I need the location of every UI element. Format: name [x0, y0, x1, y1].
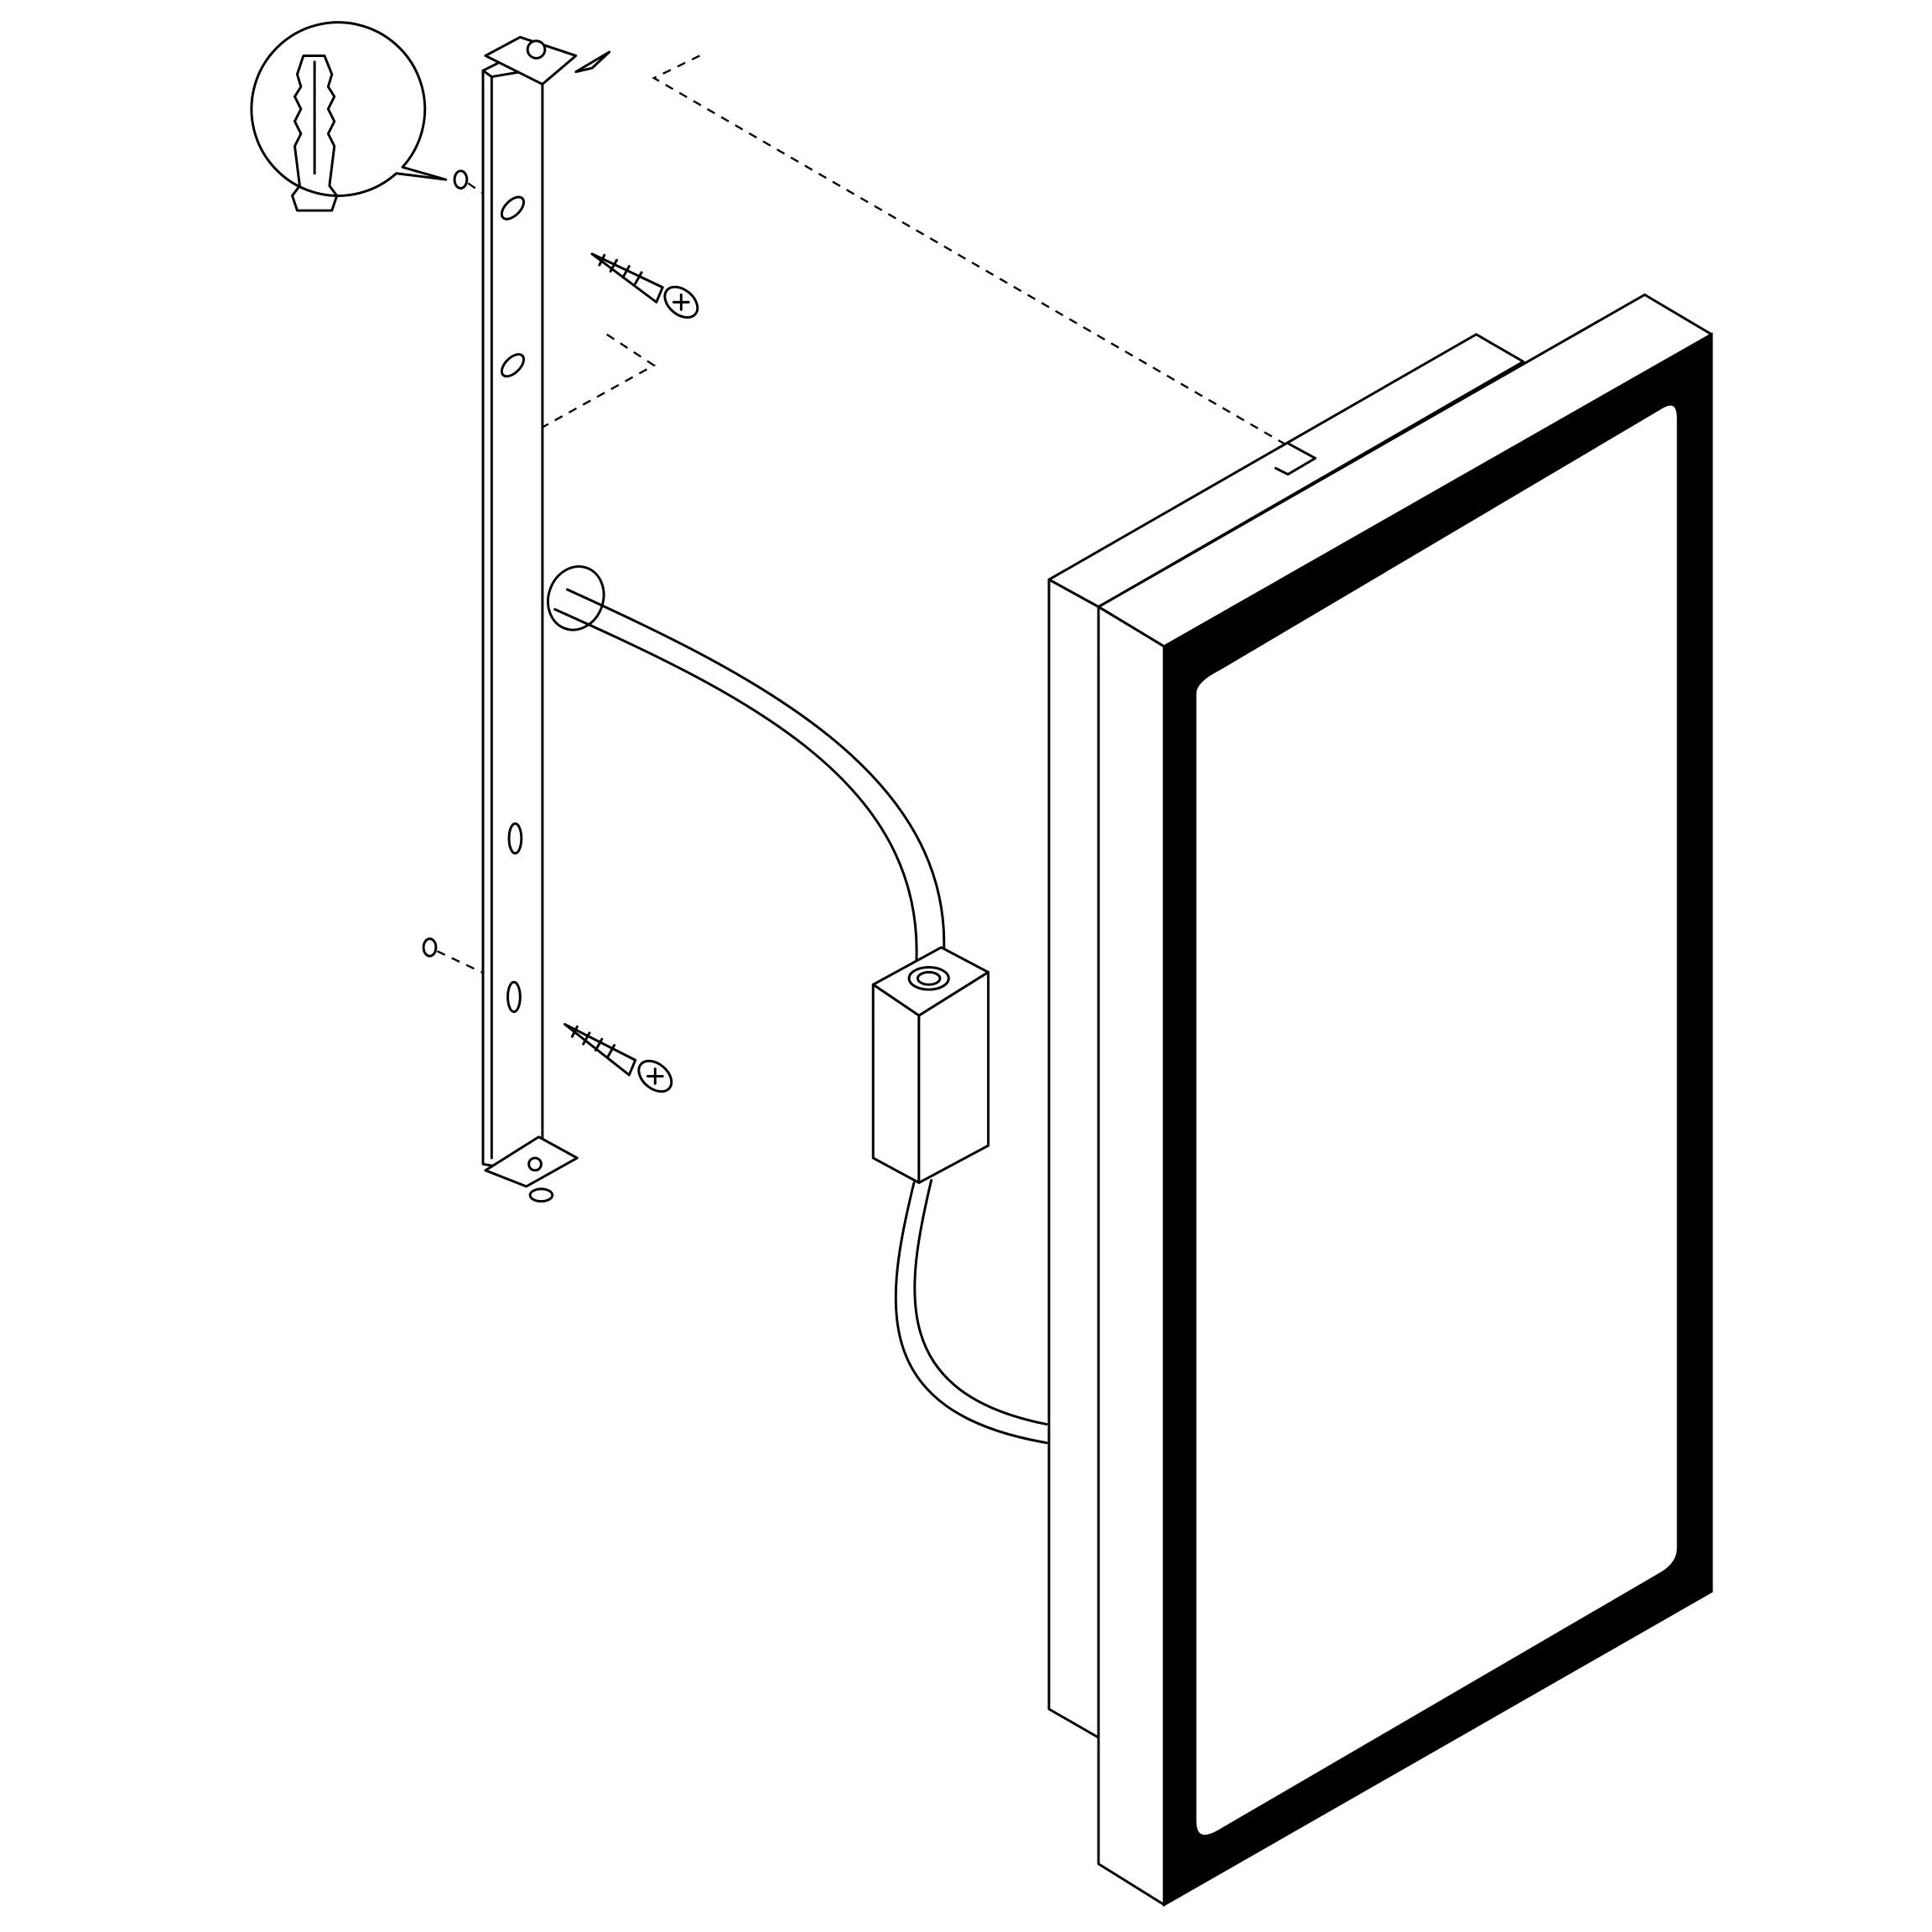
- screw: [564, 1022, 673, 1093]
- wall-hole: [453, 169, 469, 190]
- junction-box: [871, 946, 990, 1184]
- wall-hole: [422, 937, 438, 958]
- screw: [590, 252, 699, 319]
- cable: [547, 565, 1048, 1445]
- wall-bracket: [481, 35, 611, 1203]
- mirror-glass: [1193, 402, 1680, 1838]
- wall-plug-callout: [250, 21, 448, 212]
- mirror: [1047, 293, 1713, 1908]
